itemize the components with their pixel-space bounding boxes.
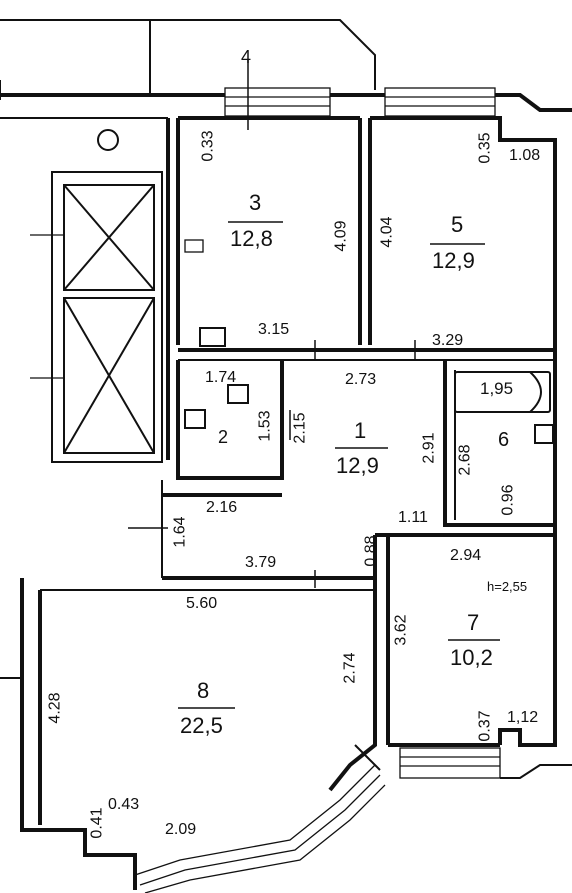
dim-1-53: 1.53 <box>256 410 274 442</box>
window-bottom-right <box>399 747 572 779</box>
room-8-area: 22,5 <box>180 713 223 738</box>
dim-2-94: 2.94 <box>450 547 482 564</box>
vent-room-3 <box>184 239 204 253</box>
dim-1-12: 1,12 <box>507 709 539 726</box>
room-3-area: 12,8 <box>230 226 273 251</box>
column-circle <box>97 129 119 151</box>
dim-2-68: 2.68 <box>456 444 474 476</box>
room-5-number: 5 <box>451 212 464 237</box>
dim-0-35: 0.35 <box>476 132 494 164</box>
room-8-number: 8 <box>197 678 210 703</box>
room-2-number: 2 <box>218 427 229 447</box>
dim-0-33: 0.33 <box>199 130 217 162</box>
dim-3-15: 3.15 <box>258 321 290 338</box>
dim-4-09: 4.09 <box>332 220 350 252</box>
dim-0-43: 0.43 <box>108 796 140 813</box>
room-3-number: 3 <box>249 190 262 215</box>
room-5-area: 12,9 <box>432 248 475 273</box>
dim-0-37: 0.37 <box>476 710 494 742</box>
dim-1-08: 1.08 <box>509 147 541 164</box>
dim-2-73: 2.73 <box>345 371 377 388</box>
dim-1-64: 1.64 <box>171 516 189 548</box>
dim-1-74: 1.74 <box>205 369 237 386</box>
dim-4-04: 4.04 <box>378 216 396 248</box>
dim-4-28: 4.28 <box>46 692 64 724</box>
dim-2-16: 2.16 <box>206 499 238 516</box>
room-1-area: 12,9 <box>336 453 379 478</box>
elevator-shafts <box>30 171 163 463</box>
ceiling-height: h=2,55 <box>487 579 528 594</box>
dim-5-60: 5.60 <box>186 595 218 612</box>
room-7-area: 10,2 <box>450 645 493 670</box>
walls <box>0 19 572 893</box>
room-4-number: 4 <box>241 47 252 67</box>
room-7-number: 7 <box>467 610 480 635</box>
dim-1-95: 1,95 <box>480 379 514 398</box>
dim-0-88: 0.88 <box>362 535 380 567</box>
toilet-icon <box>227 384 249 404</box>
sink-icon <box>184 409 206 429</box>
dim-1-11: 1.11 <box>398 509 428 526</box>
window-top-right <box>384 87 496 117</box>
dim-2-91: 2.91 <box>420 432 438 464</box>
dim-0-41: 0.41 <box>88 807 106 839</box>
radiator-room-3 <box>199 327 226 347</box>
window-top-left <box>224 87 331 117</box>
dim-2-09: 2.09 <box>165 821 197 838</box>
window-bottom-bay <box>134 744 386 893</box>
dim-2-15: 2.15 <box>291 412 309 444</box>
dim-0-96: 0.96 <box>499 484 517 516</box>
dim-2-74: 2.74 <box>341 652 359 684</box>
dim-3-62: 3.62 <box>392 614 410 646</box>
dim-3-79: 3.79 <box>245 554 277 571</box>
sink-room-6-icon <box>534 424 554 444</box>
room-1-number: 1 <box>354 418 367 443</box>
room-6-number: 6 <box>498 429 510 451</box>
dim-3-29: 3.29 <box>432 332 464 349</box>
